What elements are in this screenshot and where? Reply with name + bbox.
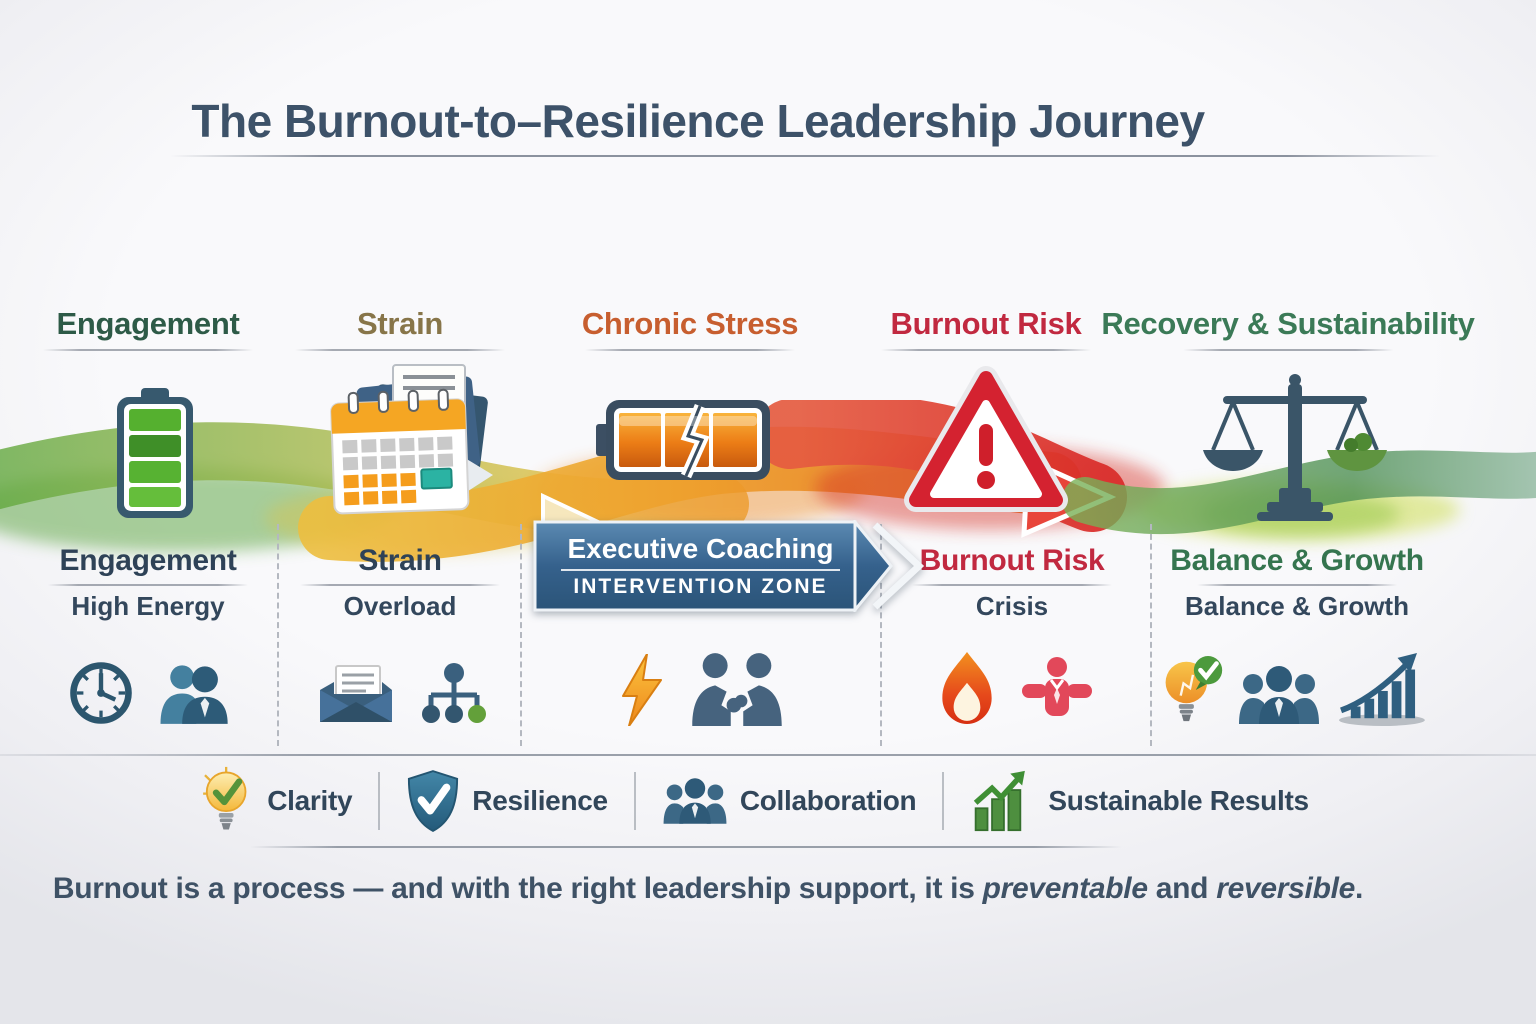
page-title: The Burnout-to–Resilience Leadership Jou…: [191, 95, 1205, 147]
stage-label-burnout-risk: Burnout Risk Crisis: [912, 544, 1112, 622]
banner-subtitle: INTERVENTION ZONE: [573, 575, 828, 598]
stage-header-strain: Strain: [295, 306, 505, 351]
warning-triangle-icon: [904, 366, 1068, 516]
legend-divider-top: [0, 754, 1536, 756]
shield-check-icon: [406, 769, 460, 833]
people-group-icon: [662, 776, 728, 826]
idea-check-icon: [1159, 654, 1225, 726]
green-growth-icon: [970, 770, 1036, 832]
org-chart-icon: [418, 662, 490, 726]
full-battery-icon: [110, 388, 200, 520]
inbox-letter-icon: [314, 664, 398, 726]
chronic-stress-icons: [617, 640, 787, 726]
legend-item-collaboration: Collaboration: [662, 776, 917, 826]
burnout-icons: [934, 640, 1094, 726]
tagline: Burnout is a process — and with the righ…: [52, 872, 1364, 905]
calendar-overload-icon: [315, 363, 501, 523]
stage-header-recovery: Recovery & Sustainability: [1101, 306, 1475, 351]
flame-icon: [934, 650, 1000, 726]
clock-icon: [68, 660, 134, 726]
recovery-icons: [1159, 640, 1427, 726]
stage-label-engagement: Engagement High Energy: [48, 544, 248, 622]
column-divider: [1150, 524, 1152, 746]
legend-item-resilience: Resilience: [406, 769, 608, 833]
column-divider: [277, 524, 279, 746]
people-trio-icon: [1237, 664, 1321, 726]
stage-header-engagement: Engagement: [43, 306, 253, 351]
broken-battery-icon: [596, 392, 780, 488]
legend-separator: [378, 772, 381, 830]
column-divider: [520, 524, 522, 746]
strain-icons: [314, 640, 490, 726]
stage-label-balance-growth: Balance & Growth Balance & Growth: [1170, 544, 1424, 621]
chevron-right-icon: [872, 522, 925, 610]
growth-chart-icon: [1333, 652, 1427, 726]
stage-header-chronic-stress: Chronic Stress: [582, 306, 798, 351]
legend-item-clarity: Clarity: [201, 766, 353, 836]
intervention-banner: Executive Coaching INTERVENTION ZONE: [533, 520, 933, 612]
engagement-icons: [68, 640, 232, 726]
lightning-icon: [617, 654, 667, 726]
title-divider: [170, 155, 1440, 157]
stage-label-strain: Strain Overload: [300, 544, 500, 622]
column-divider: [880, 524, 882, 746]
banner-arrow-shape: [533, 520, 925, 612]
legend-separator: [633, 772, 636, 830]
stage-header-burnout-risk: Burnout Risk: [881, 306, 1091, 351]
conflict-icon: [687, 649, 787, 726]
balance-scale-icon: [1195, 372, 1395, 524]
legend: Clarity Resilience Collaboration Sustain…: [0, 762, 1536, 840]
team-icon: [154, 661, 232, 726]
legend-divider-bottom: [250, 846, 1122, 848]
stressed-person-icon: [1020, 656, 1094, 726]
lightbulb-check-icon: [201, 766, 255, 836]
banner-title: Executive Coaching: [561, 533, 840, 571]
legend-item-sustainable-results: Sustainable Results: [970, 770, 1309, 832]
legend-separator: [942, 772, 945, 830]
